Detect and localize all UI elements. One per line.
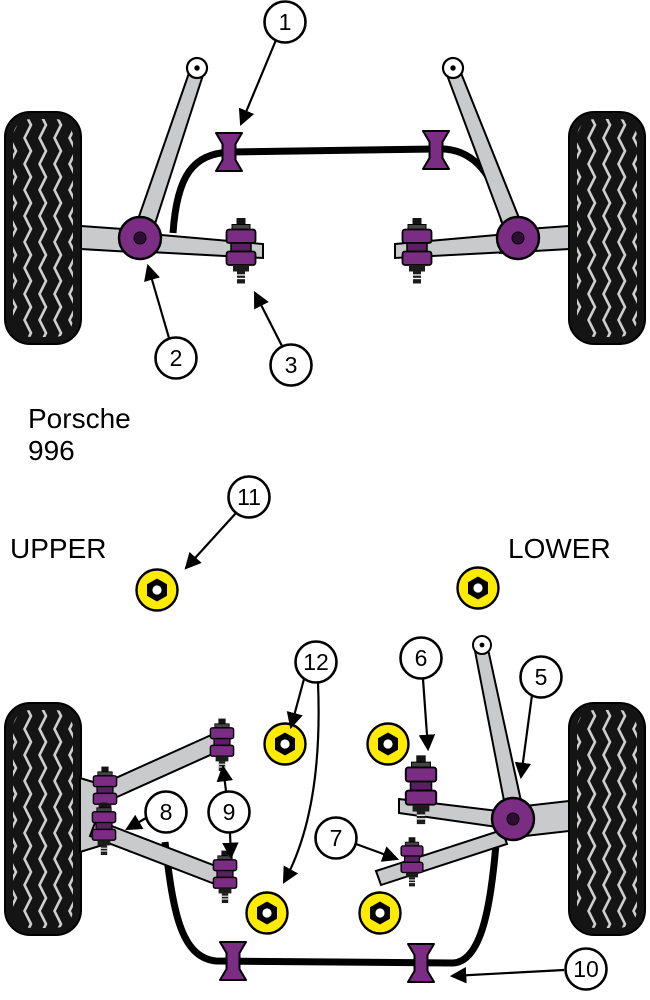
- arrow-2: [144, 263, 171, 339]
- callout-8: 8: [144, 790, 188, 834]
- front-right-strut-top-mount: [441, 56, 465, 80]
- callout-6-circle: [399, 636, 443, 680]
- callout-11: 11: [227, 475, 271, 519]
- callout-2: 2: [154, 336, 198, 380]
- rear-right-tire: [568, 702, 646, 936]
- front-right-tire: [568, 111, 646, 345]
- vehicle-name-line2: 996: [28, 435, 75, 466]
- callout-3: 3: [269, 343, 313, 387]
- front-left-arm-bushing: [225, 217, 257, 285]
- callout-11-number: 11: [237, 484, 261, 510]
- callout-2-number: 2: [170, 345, 183, 371]
- callout-7-number: 7: [330, 825, 343, 851]
- upper-bushing-sample: [135, 568, 179, 612]
- arrow-1: [238, 39, 278, 127]
- front-left-hub-bushing: [117, 215, 163, 261]
- lower-label: LOWER: [508, 533, 611, 564]
- arrow-5: [514, 694, 534, 780]
- rear-inner-bushing-upper-left: [263, 722, 307, 766]
- callout-8-circle: [144, 790, 188, 834]
- rear-inner-bushing-lower-right: [358, 891, 402, 935]
- vehicle-name-line1: Porsche: [28, 403, 131, 434]
- rear-anti-roll-bar: [161, 841, 500, 967]
- arrow-9-up: [216, 764, 233, 792]
- callout-6-number: 6: [415, 645, 428, 671]
- front-left-strut-top-mount: [185, 56, 209, 80]
- callout-9: 9: [207, 790, 251, 834]
- rear-left-lower-arm-outer-bushing: [212, 849, 238, 904]
- arrow-7: [355, 842, 400, 862]
- arrow-10: [449, 966, 565, 984]
- front-left-tire: [4, 111, 82, 345]
- rear-right-hub-bushing: [490, 796, 536, 842]
- callout-12-circle: [294, 640, 338, 684]
- callout-6: 6: [399, 636, 443, 680]
- rear-suspension-diagram: [4, 635, 646, 983]
- callout-3-number: 3: [285, 352, 298, 378]
- rear-right-strut-top-mount: [472, 635, 492, 655]
- callout-5: 5: [519, 655, 563, 699]
- callout-12-number: 12: [303, 649, 329, 675]
- callout-arrows: [125, 39, 565, 984]
- rear-inner-bushing-upper-right: [366, 722, 410, 766]
- front-right-arm-bushing: [401, 217, 433, 285]
- callout-3-circle: [269, 343, 313, 387]
- callout-12: 12: [294, 640, 338, 684]
- callout-10-number: 10: [573, 956, 599, 982]
- rear-right-lower-arm-bushing: [400, 836, 424, 888]
- callout-10-circle: [564, 947, 608, 991]
- rear-inner-bushing-lower-left: [245, 891, 289, 935]
- callout-9-number: 9: [223, 799, 236, 825]
- callout-1: 1: [263, 0, 307, 44]
- callout-10: 10: [564, 947, 608, 991]
- upper-label: UPPER: [10, 533, 106, 564]
- arrow-12a: [286, 678, 306, 730]
- callouts: 1 2 3 11 12 6 5 8: [144, 0, 608, 991]
- arrow-6: [418, 678, 436, 752]
- front-right-hub-bushing: [495, 215, 541, 261]
- callout-1-circle: [263, 0, 307, 44]
- front-left-strut: [133, 71, 205, 235]
- callout-5-number: 5: [535, 664, 548, 690]
- arrow-11: [184, 512, 237, 570]
- rear-right-strut: [473, 647, 523, 808]
- lower-bushing-sample: [456, 566, 500, 610]
- arrow-12b: [282, 682, 320, 884]
- front-suspension-diagram: [4, 56, 646, 345]
- callout-2-circle: [154, 336, 198, 380]
- rear-left-tire: [4, 702, 82, 936]
- callout-11-circle: [227, 475, 271, 519]
- callout-7: 7: [314, 816, 358, 860]
- callout-1-number: 1: [279, 9, 292, 35]
- rear-left-upper-arm-outer-bushing: [209, 717, 235, 772]
- callout-7-circle: [314, 816, 358, 860]
- arrow-3: [254, 291, 283, 347]
- callout-8-number: 8: [160, 799, 173, 825]
- arrow-8: [125, 814, 147, 831]
- callout-9-circle: [207, 790, 251, 834]
- arrow-9-down: [222, 832, 239, 860]
- callout-5-circle: [519, 655, 563, 699]
